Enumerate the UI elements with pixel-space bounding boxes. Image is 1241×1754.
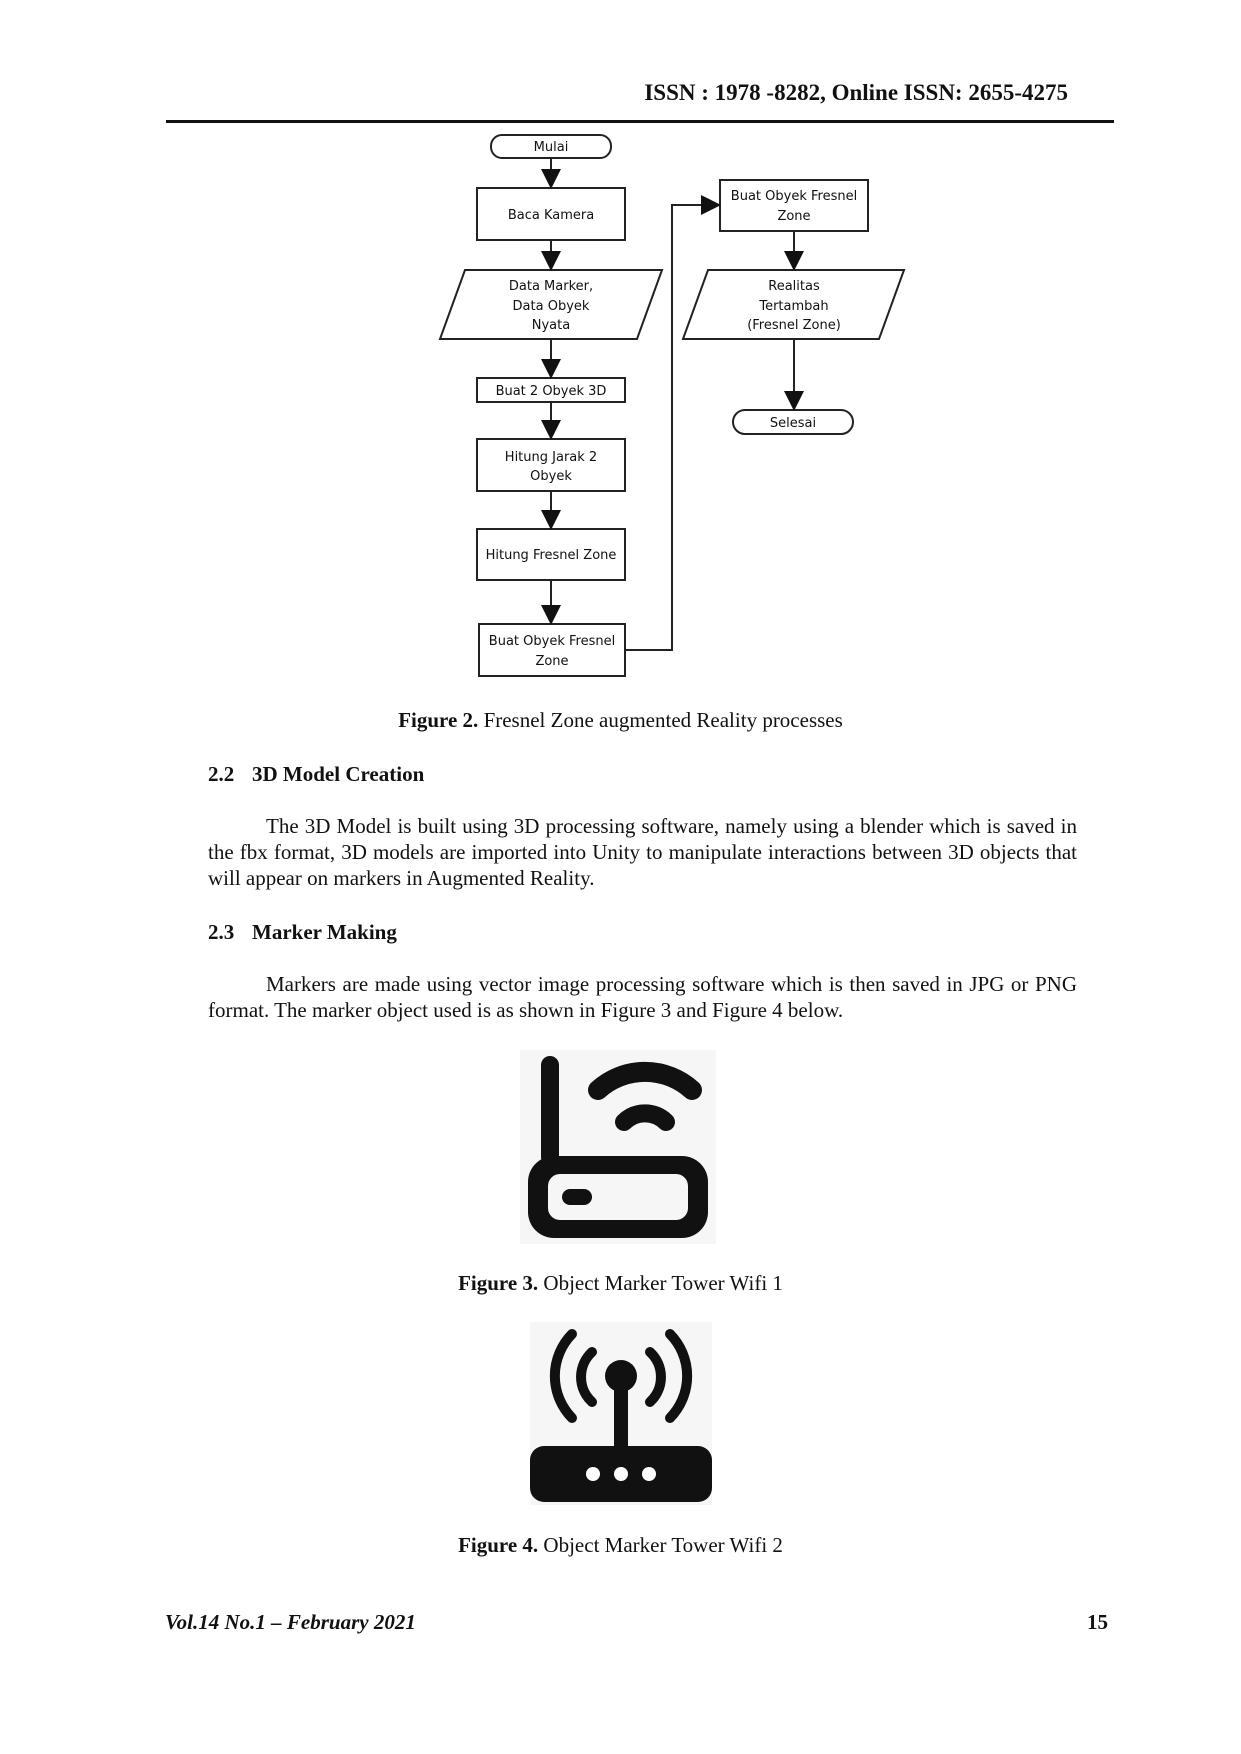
input-data-parallelogram	[438, 269, 664, 340]
section-2-3-heading: 2.3 Marker Making	[208, 920, 397, 945]
end-label: Selesai	[770, 416, 816, 431]
fresnel-calc-label: Hitung Fresnel Zone	[486, 548, 617, 563]
page-number: 15	[1087, 1610, 1108, 1634]
section-number: 2.2	[208, 762, 235, 786]
section-number: 2.3	[208, 920, 235, 944]
figure-4-caption: Figure 4. Object Marker Tower Wifi 2	[0, 1533, 1241, 1558]
section-2-3-paragraph: Markers are made using vector image proc…	[208, 972, 1077, 1022]
caption-text: Object Marker Tower Wifi 1	[543, 1271, 783, 1295]
caption-label: Figure 3.	[458, 1271, 539, 1295]
ar-output-parallelogram	[681, 269, 906, 340]
input-data-line: Data Marker,	[509, 279, 593, 294]
start-label: Mulai	[534, 140, 569, 155]
section-2-2-heading: 2.2 3D Model Creation	[208, 762, 424, 787]
section-title: Marker Making	[252, 920, 397, 944]
section-2-2-paragraph: The 3D Model is built using 3D processin…	[208, 814, 1077, 890]
input-data-line: Nyata	[532, 318, 570, 333]
distance-line: Hitung Jarak 2	[505, 450, 597, 465]
fresnel-obj-left-line: Zone	[535, 654, 568, 669]
ar-output-line: (Fresnel Zone)	[747, 318, 841, 333]
issn-header: ISSN : 1978 -8282, Online ISSN: 2655-427…	[644, 80, 1068, 105]
caption-text: Fresnel Zone augmented Reality processes	[483, 708, 843, 732]
router-marker-icon	[520, 1050, 716, 1244]
create-3d-label: Buat 2 Obyek 3D	[496, 384, 607, 399]
fresnel-obj-right-line: Buat Obyek Fresnel	[731, 189, 857, 204]
section-title: 3D Model Creation	[252, 762, 425, 786]
header-rule	[166, 120, 1114, 123]
ar-output-line: Realitas	[768, 279, 820, 294]
wifi-tower-marker-icon	[530, 1322, 712, 1505]
caption-label: Figure 4.	[458, 1533, 539, 1557]
figure-2-caption: Figure 2. Fresnel Zone augmented Reality…	[0, 708, 1241, 733]
fresnel-obj-right-line: Zone	[777, 209, 810, 224]
distance-line: Obyek	[530, 469, 572, 484]
caption-text: Object Marker Tower Wifi 2	[543, 1533, 783, 1557]
ar-output-line: Tertambah	[758, 299, 828, 314]
figure-3-caption: Figure 3. Object Marker Tower Wifi 1	[0, 1271, 1241, 1296]
read-camera-label: Baca Kamera	[508, 208, 594, 223]
flowchart-figure-2: Mulai Baca Kamera Data Marker, Data Obye…	[438, 134, 906, 677]
caption-label: Figure 2.	[398, 708, 479, 732]
fresnel-obj-left-line: Buat Obyek Fresnel	[489, 634, 615, 649]
footer-volume: Vol.14 No.1 – February 2021	[165, 1610, 416, 1634]
input-data-line: Data Obyek	[513, 299, 590, 314]
